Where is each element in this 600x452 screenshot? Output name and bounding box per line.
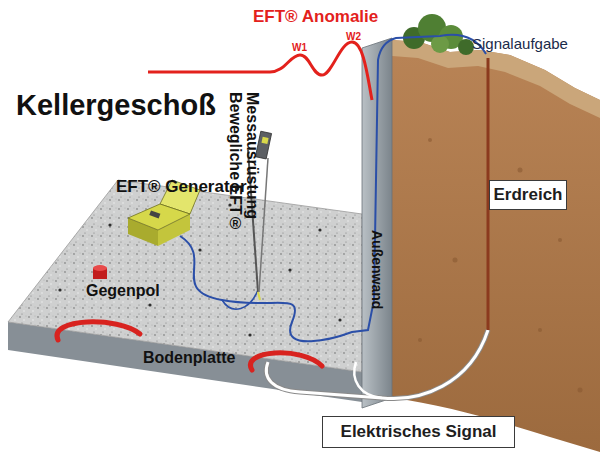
box-text: Elektrisches Signal	[341, 422, 497, 442]
signal-box: Elektrisches Signal	[322, 416, 515, 448]
wave-marker: W2	[346, 31, 361, 42]
signal-path	[354, 362, 382, 398]
soil-grain	[558, 238, 562, 242]
slab-top	[8, 180, 362, 372]
slab-dot	[148, 303, 151, 306]
soil-texture	[418, 138, 583, 393]
anomaly-heading: EFT® Anomalie	[253, 8, 378, 27]
slab-dot	[198, 248, 201, 251]
probe-tip	[258, 292, 260, 300]
slab-dot	[338, 318, 341, 321]
counterpole-label: Gegenpol	[86, 282, 160, 300]
ground-loop	[57, 322, 140, 340]
bush-leaf	[458, 39, 474, 55]
earth-section	[392, 40, 600, 452]
generator-panel	[149, 210, 160, 218]
soil-grain	[418, 338, 422, 342]
slab-dot	[58, 288, 61, 291]
soil-grain	[428, 138, 432, 142]
soil-grain	[453, 258, 458, 263]
ground-loop	[250, 353, 322, 370]
counterpole-top	[93, 265, 107, 271]
wall-label: Außenwand	[369, 230, 384, 309]
soil-box: Erdreich	[489, 180, 567, 210]
slab-dot	[318, 228, 321, 231]
counterpole-symbol	[93, 265, 107, 279]
slab-dots	[58, 203, 341, 336]
signal-input-label: Signalaufgabe	[472, 36, 568, 53]
floor-label: Kellergeschoß	[16, 90, 216, 122]
bush-leaf	[431, 35, 449, 53]
probe-display	[261, 137, 268, 144]
soil-grain	[538, 328, 542, 332]
probe-cable	[222, 290, 258, 309]
slab-dot	[248, 333, 251, 336]
generator-top	[128, 204, 190, 230]
slab-dot	[288, 268, 291, 271]
soil-grain	[518, 168, 523, 173]
equipment-label: Bewegliche EFT® Messausrüstung	[226, 92, 260, 282]
soil-grain	[578, 388, 583, 393]
slab-dot	[108, 223, 111, 226]
bush	[403, 14, 474, 55]
probe-pole	[259, 158, 268, 292]
wave-marker: W1	[292, 42, 307, 53]
box-text: Erdreich	[494, 185, 563, 205]
slab-label: Bodenplatte	[143, 349, 235, 367]
